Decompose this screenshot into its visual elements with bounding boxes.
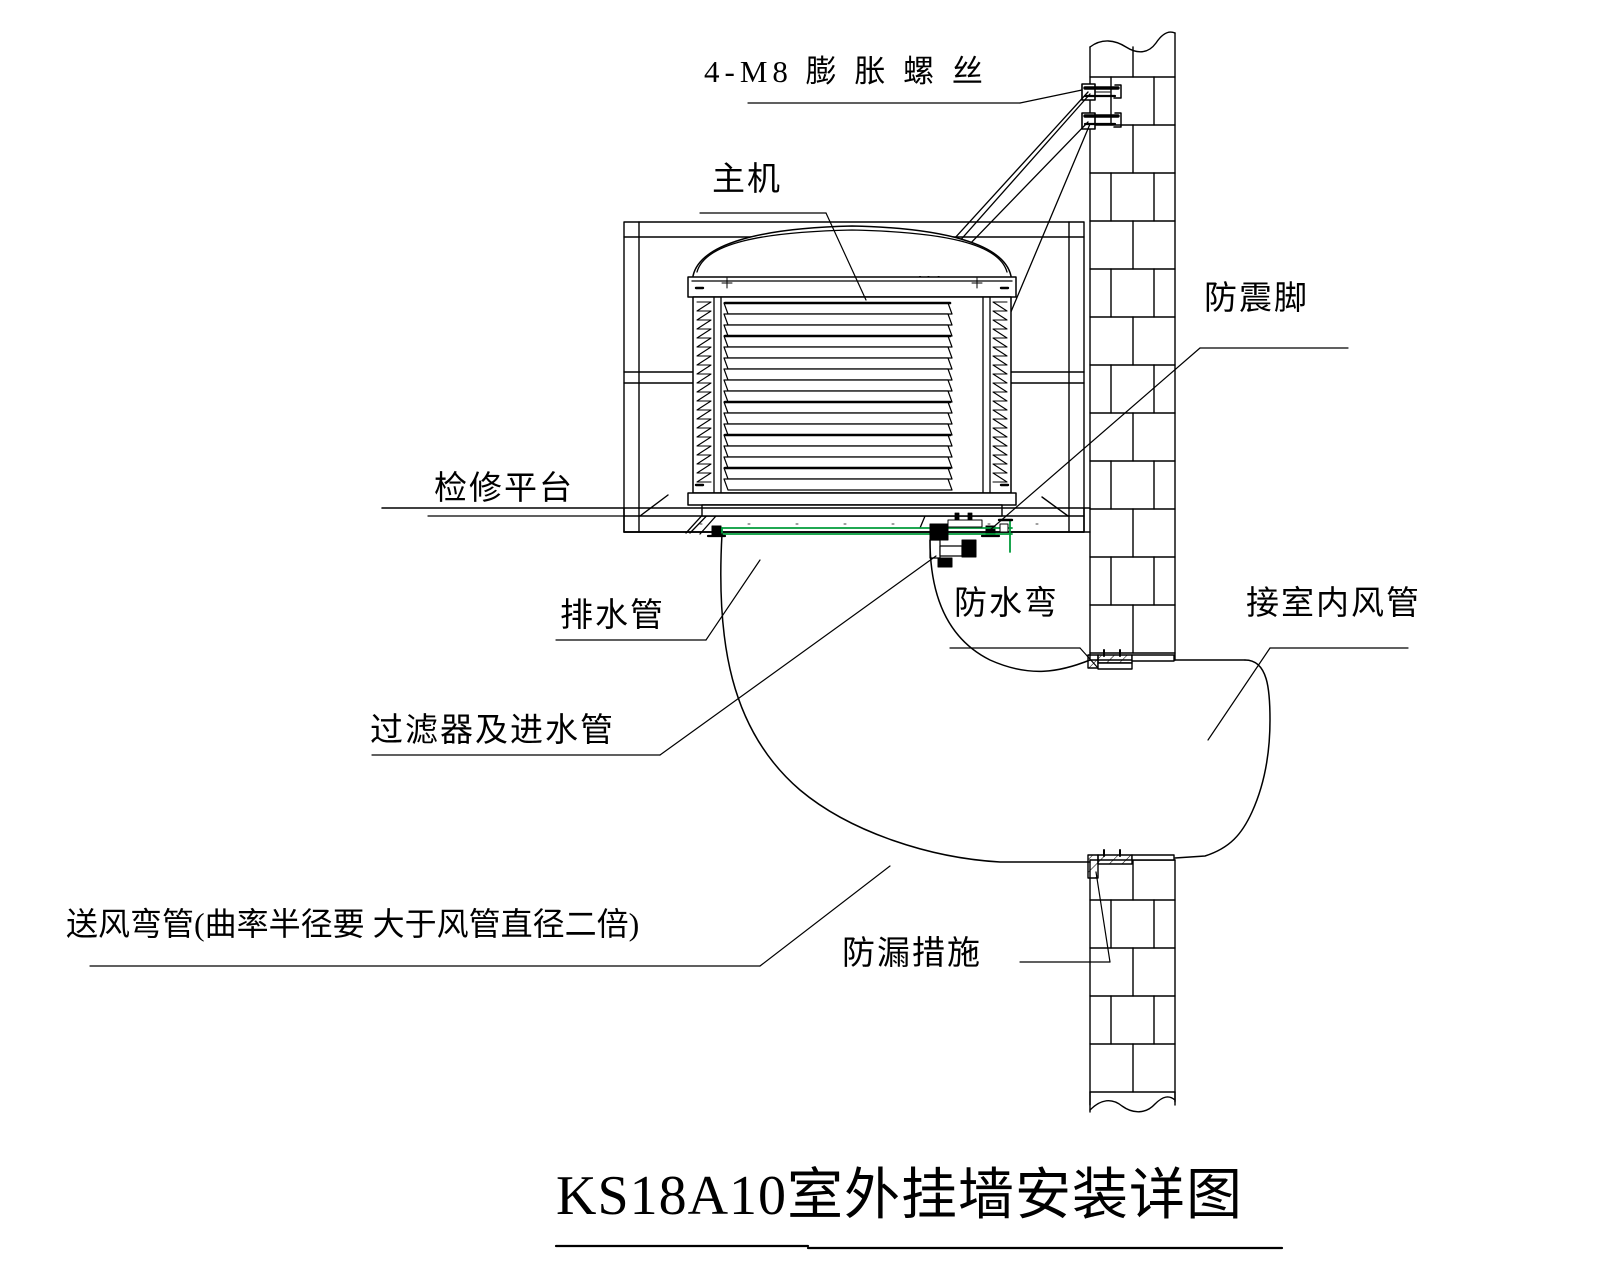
label-leak-prevention: 防漏措施	[842, 936, 982, 972]
supply-air-elbow-duct	[720, 533, 1176, 863]
anti-vibration-feet	[706, 525, 1001, 538]
cooling-pad-right	[992, 301, 1008, 483]
label-main-unit: 主机	[712, 162, 782, 198]
label-expansion-bolts: 4-M8 膨 胀 螺 丝	[704, 54, 988, 89]
label-drain-pipe: 排水管	[560, 598, 665, 634]
label-supply-air-elbow: 送风弯管(曲率半径要 大于风管直径二倍)	[66, 906, 640, 942]
filter-and-inlet-assembly	[929, 512, 1014, 568]
leak-prevention-detail	[1087, 849, 1175, 879]
wall-upper	[1089, 31, 1176, 661]
label-waterproof-bend: 防水弯	[954, 586, 1059, 622]
maintenance-platform	[381, 507, 1091, 533]
label-filter-and-inlet-pipe: 过滤器及进水管	[370, 713, 615, 749]
drawing-title: KS18A10室外挂墙安装详图	[556, 1165, 1244, 1227]
label-indoor-duct-connection: 接室内风管	[1246, 586, 1421, 622]
title-underlines	[554, 1244, 1284, 1250]
indoor-duct	[1174, 659, 1271, 859]
wall-lower	[1089, 859, 1176, 1113]
louver-grille	[723, 301, 953, 491]
water-supply-pipe	[721, 519, 1013, 553]
label-anti-vibration-foot: 防震脚	[1204, 281, 1309, 317]
cooling-pad-left	[696, 301, 712, 483]
leader-lines	[89, 89, 1409, 967]
label-maintenance-platform: 检修平台	[434, 471, 574, 507]
